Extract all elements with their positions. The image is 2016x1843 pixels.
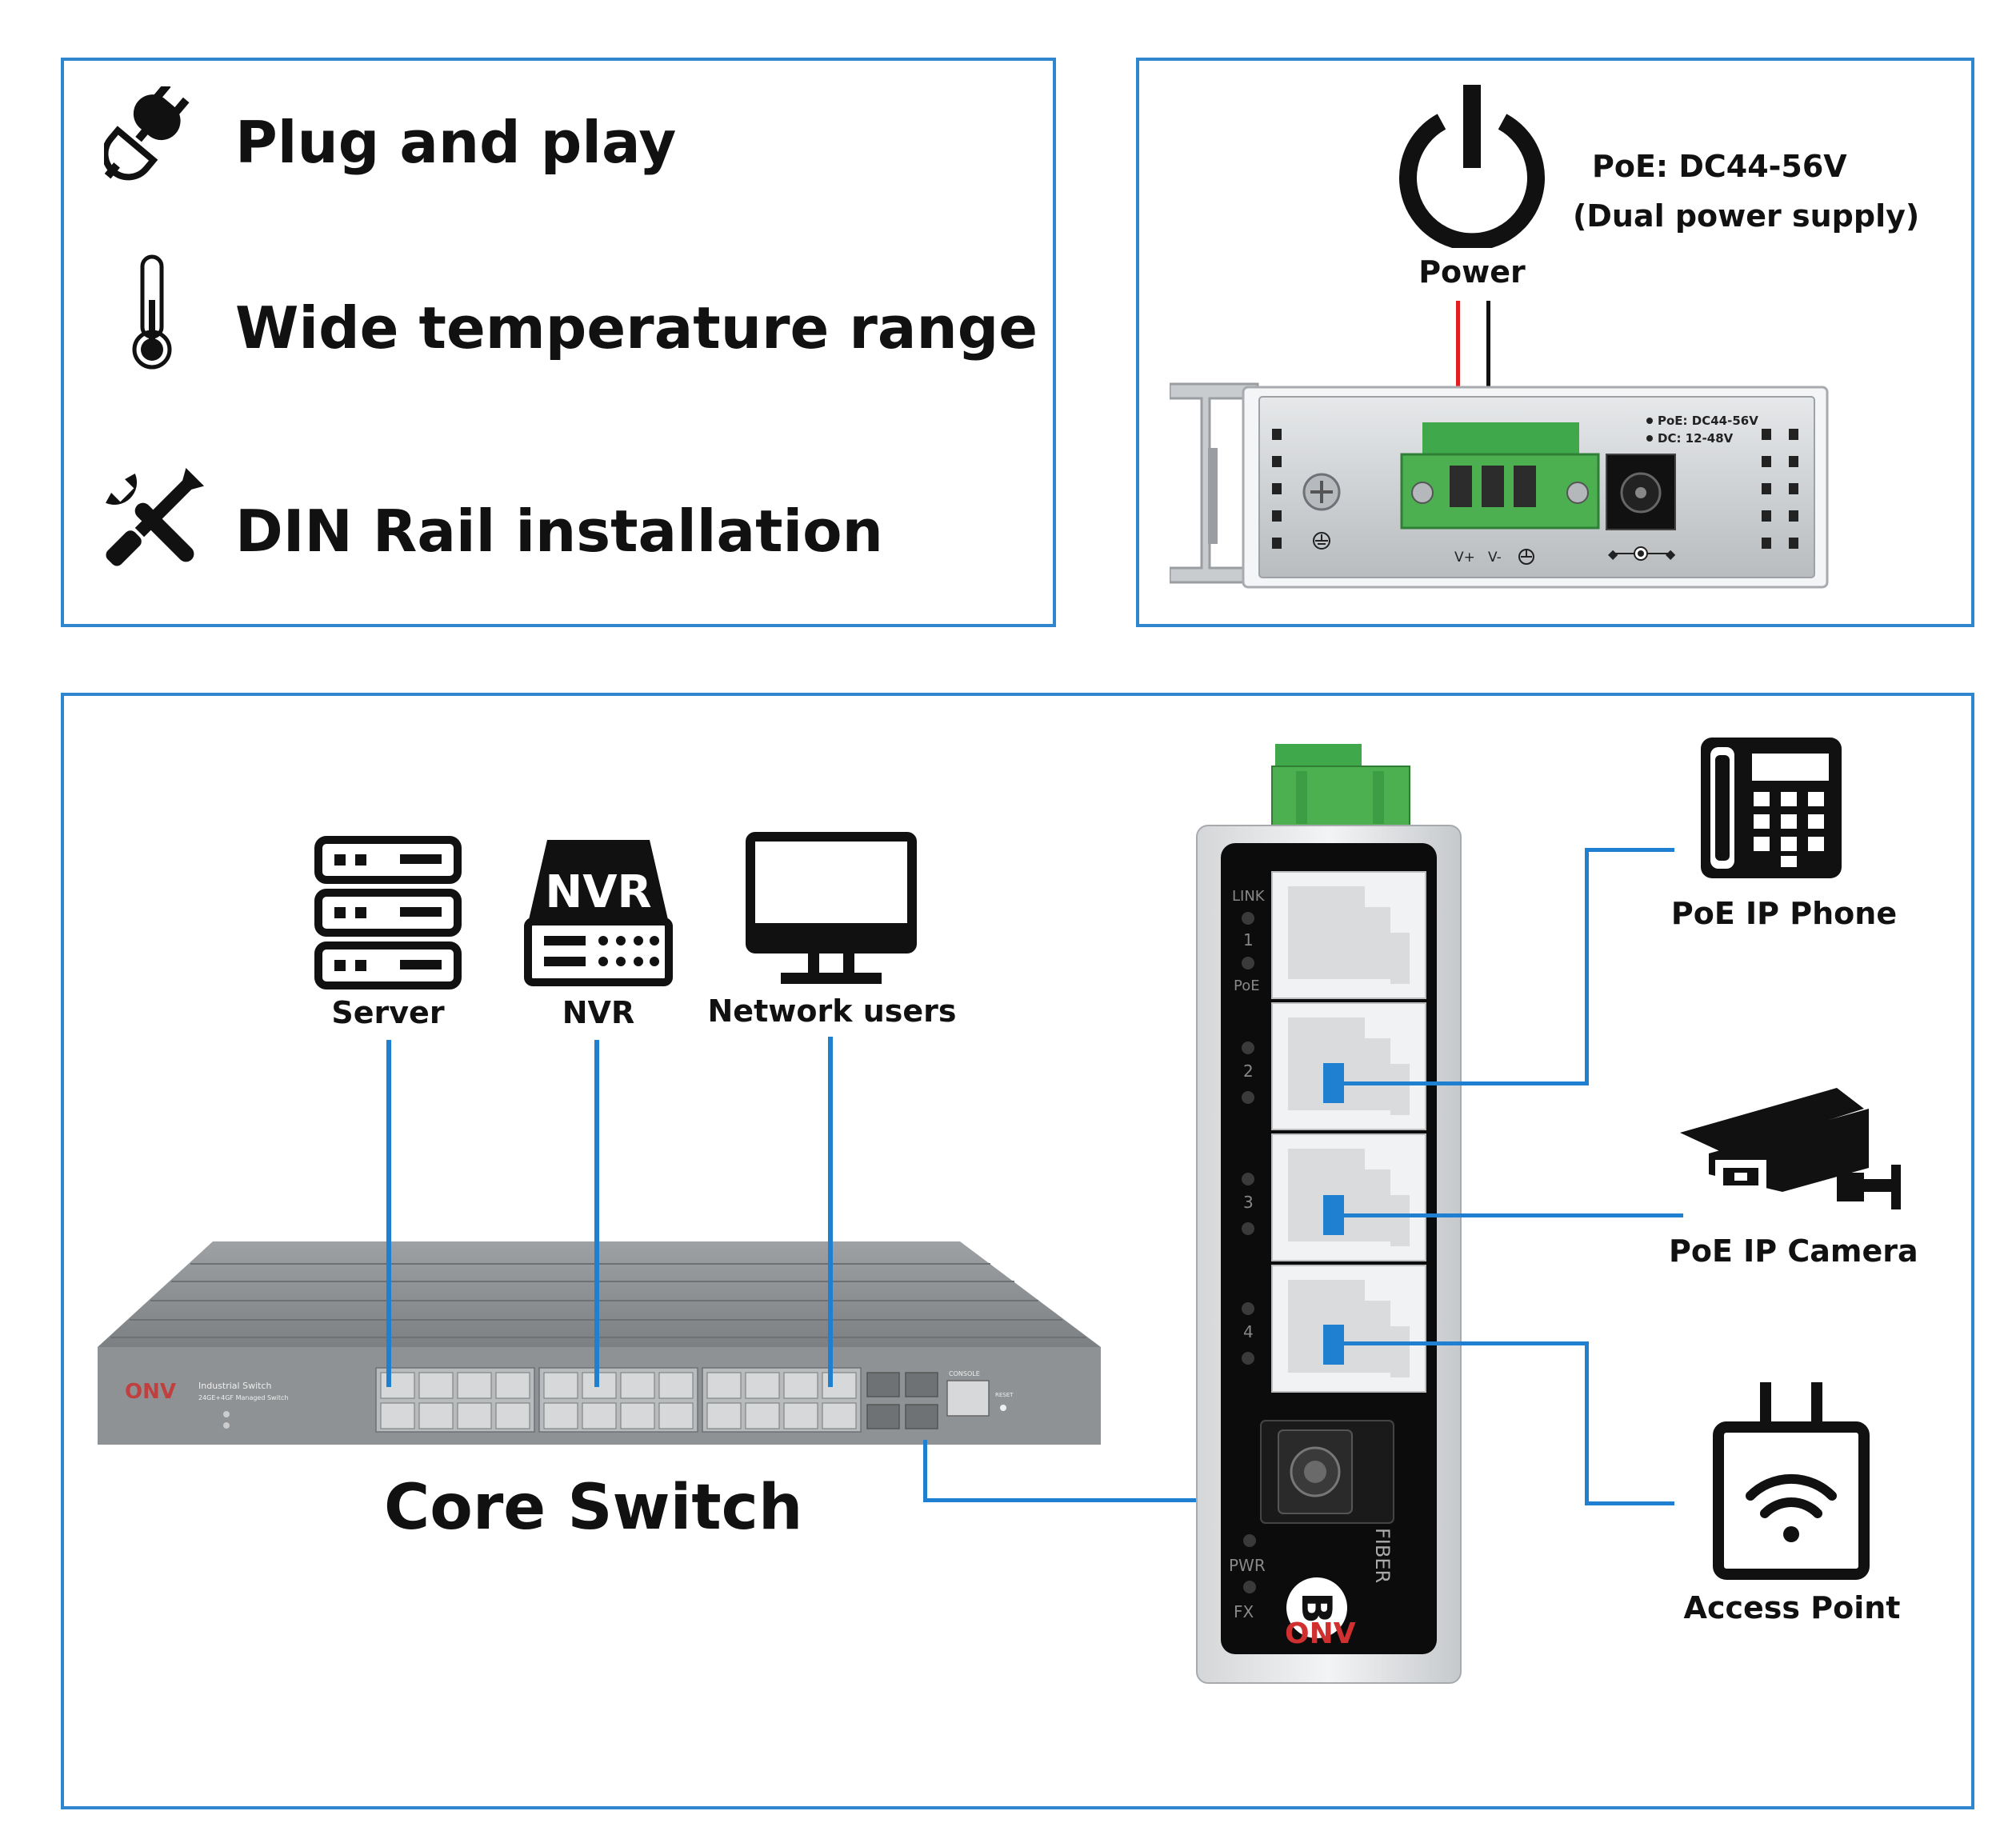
device-led-link: LINK xyxy=(1232,888,1266,905)
plug-icon xyxy=(104,86,190,181)
port-marker-3 xyxy=(1323,1195,1344,1235)
device-led-poe: PoE xyxy=(1234,977,1260,994)
terminal-vplus: V+ xyxy=(1454,550,1475,566)
cable-nvr xyxy=(594,1040,599,1387)
cable-server xyxy=(386,1040,391,1387)
port-marker-2 xyxy=(1323,1063,1344,1103)
core-switch-brand: ONV xyxy=(125,1380,176,1404)
poe-switch-device: LINK 1 PoE 2 3 4 FIBER PWR FX B ONV xyxy=(1196,744,1462,1684)
svg-text:◆: ◆ xyxy=(1666,546,1676,562)
source-nvr-label: NVR xyxy=(562,995,635,1030)
thermometer-icon xyxy=(132,254,172,370)
core-switch-label: Core Switch xyxy=(384,1472,803,1544)
feature-wide-temperature: Wide temperature range xyxy=(235,294,1038,362)
cable-users xyxy=(828,1037,833,1387)
source-server-label: Server xyxy=(331,995,445,1030)
source-users-label: Network users xyxy=(707,993,957,1029)
power-label: Power xyxy=(1418,254,1526,290)
cable-ap-h2 xyxy=(1585,1501,1674,1505)
nvr-icon: NVR xyxy=(524,840,673,986)
panel-print-poe: PoE: DC44-56V xyxy=(1658,414,1758,428)
terminal-vminus: V- xyxy=(1488,550,1502,566)
device-led-fx: FX xyxy=(1234,1602,1254,1621)
cable-uplink-vertical xyxy=(923,1440,927,1502)
cable-uplink-horizontal xyxy=(923,1498,1315,1502)
endpoint-phone-label: PoE IP Phone xyxy=(1670,896,1898,931)
feature-plug-and-play: Plug and play xyxy=(235,109,677,176)
device-port-number-4: 4 xyxy=(1243,1322,1254,1341)
monitor-icon xyxy=(746,832,917,984)
device-fiber-label: FIBER xyxy=(1371,1528,1394,1583)
panel-print-dc: DC: 12-48V xyxy=(1658,431,1734,446)
endpoint-ap-label: Access Point xyxy=(1683,1590,1901,1625)
cable-ap-h1 xyxy=(1344,1341,1589,1345)
endpoint-camera-label: PoE IP Camera xyxy=(1669,1233,1918,1269)
cable-ap-v xyxy=(1585,1341,1589,1505)
device-brand: ONV xyxy=(1285,1617,1356,1650)
core-switch-reset: RESET xyxy=(995,1392,1014,1398)
device-fiber-badge: B xyxy=(1292,1592,1340,1624)
access-point-icon xyxy=(1713,1382,1870,1580)
feature-din-rail: DIN Rail installation xyxy=(235,498,883,565)
core-switch-model2: 24GE+4GF Managed Switch xyxy=(198,1394,288,1401)
core-switch-model1: Industrial Switch xyxy=(198,1381,271,1391)
core-switch: ONV Industrial Switch 24GE+4GF Managed S… xyxy=(98,1241,1101,1445)
cable-phone-h2 xyxy=(1585,848,1674,852)
cable-phone-h1 xyxy=(1344,1081,1589,1085)
switch-side-panel: V+ V- ◆ ◆ PoE: DC44-56V DC: 12-48V xyxy=(1170,382,1829,589)
cable-phone-v xyxy=(1585,848,1589,1085)
power-spec-line2: (Dual power supply) xyxy=(1573,198,1920,234)
camera-icon xyxy=(1680,1088,1901,1209)
device-port-number-1: 1 xyxy=(1243,930,1254,949)
power-icon xyxy=(1399,85,1545,248)
tools-icon xyxy=(106,467,205,566)
device-port-number-2: 2 xyxy=(1243,1061,1254,1081)
phone-icon xyxy=(1701,738,1842,878)
device-port-number-3: 3 xyxy=(1243,1193,1254,1212)
cable-camera xyxy=(1344,1213,1683,1217)
server-icon xyxy=(314,836,462,989)
features-panel xyxy=(61,58,1056,627)
svg-text:◆: ◆ xyxy=(1608,546,1618,562)
nvr-icon-text: NVR xyxy=(545,866,651,918)
device-led-pwr: PWR xyxy=(1229,1556,1266,1575)
core-switch-console: CONSOLE xyxy=(949,1370,980,1377)
power-spec-line1: PoE: DC44-56V xyxy=(1592,149,1847,184)
port-marker-4 xyxy=(1323,1325,1344,1365)
